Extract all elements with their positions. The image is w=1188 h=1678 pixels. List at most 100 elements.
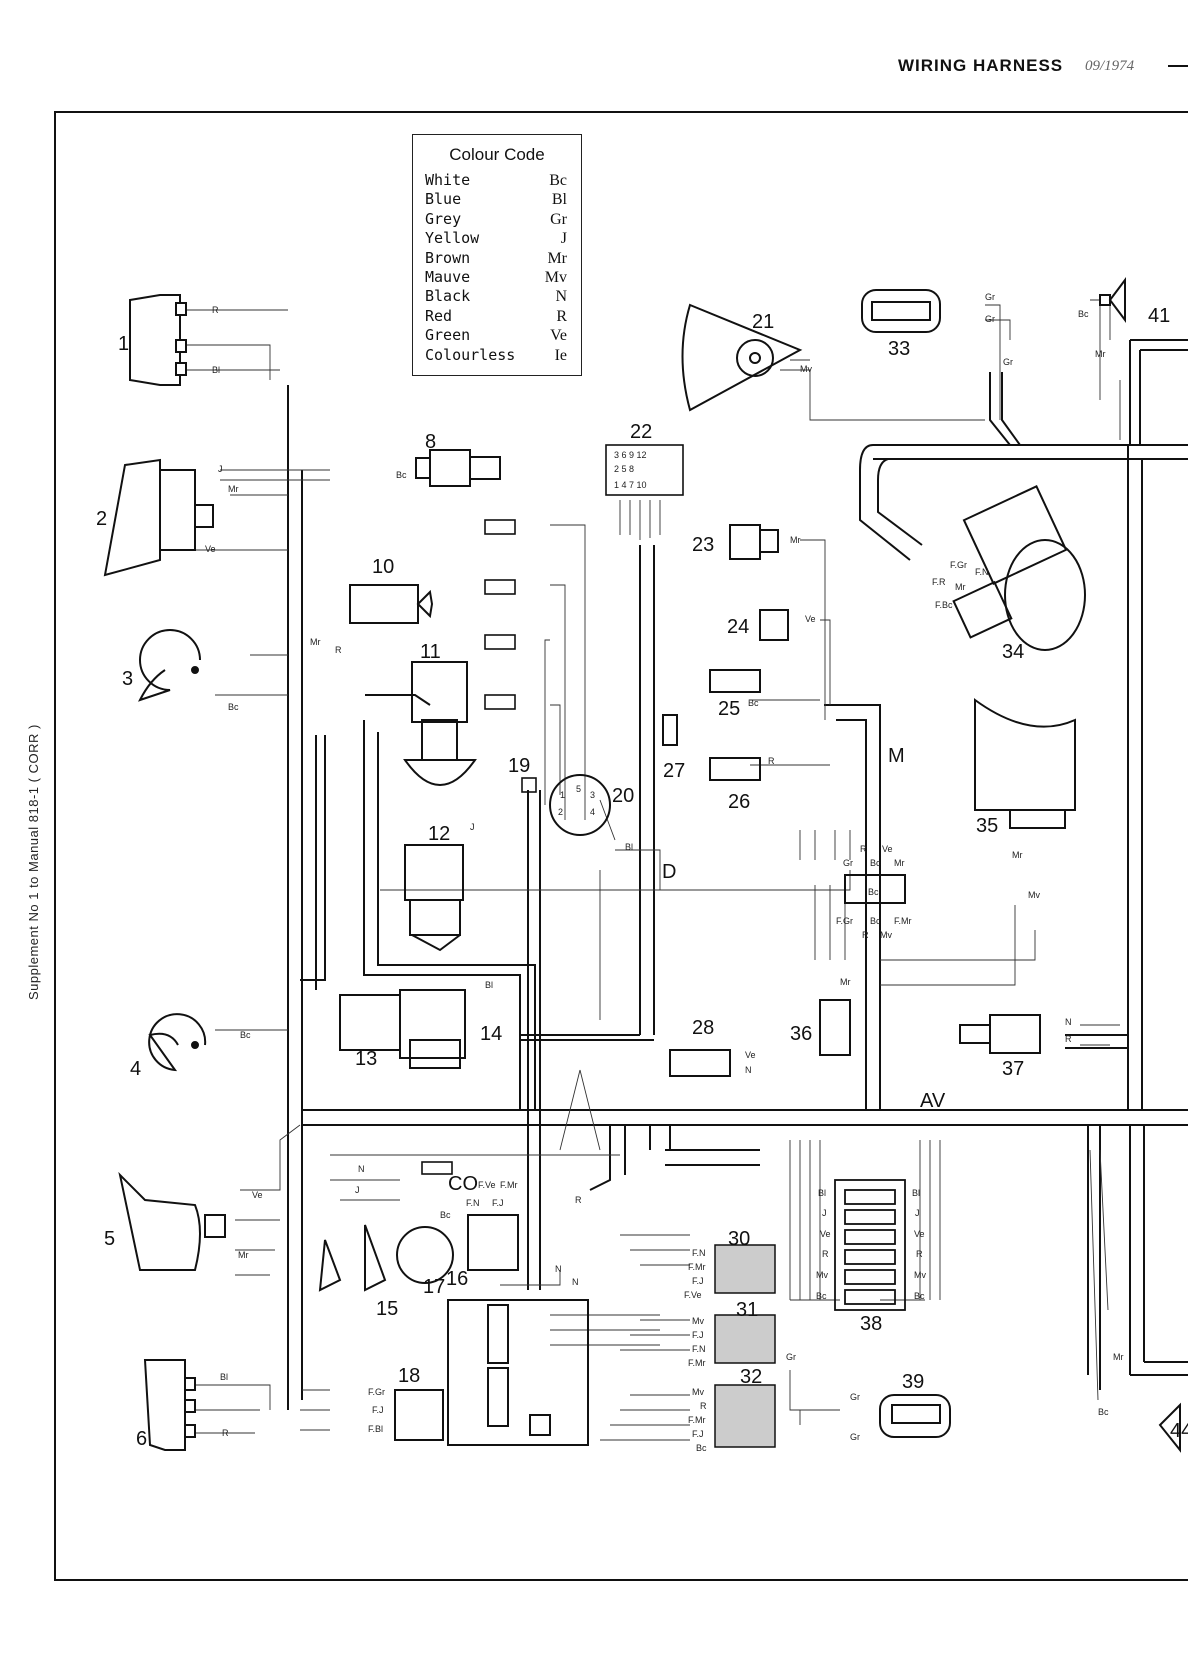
wire-label: Gr [985,314,995,324]
label-10: 10 [372,556,394,578]
wire-label: R [335,645,342,655]
label-5: 5 [104,1228,115,1250]
label-13: 13 [355,1048,377,1070]
label-32: 32 [740,1366,762,1388]
diagram-frame [54,111,1188,1581]
wire-label: Mr [840,977,851,987]
wire-label: F.N [692,1248,706,1258]
connector-20-p3: 3 [590,790,595,800]
wire-label: N [572,1277,579,1287]
component-labels: 1 2 3 4 5 6 8 10 11 12 13 14 15 16 17 18… [96,305,1188,1450]
wire-label: Bc [870,916,881,926]
label-19: 19 [508,755,530,777]
wire-label: J [822,1208,827,1218]
label-14: 14 [480,1023,502,1045]
wire-label: Gr [843,858,853,868]
wire-label: F.Mr [688,1358,706,1368]
wire-label: Bc [1098,1407,1109,1417]
wire-label: Gr [850,1392,860,1402]
label-26: 26 [728,791,750,813]
legend-colour: White [425,171,471,189]
distributor-20 [549,774,611,836]
wire-label: N [745,1065,752,1075]
wire-label: F.N [466,1198,480,1208]
wire-label: R [1065,1034,1072,1044]
lamp-35 [974,698,1076,829]
legend-title: Colour Code [449,145,545,164]
wire-label: Bc [870,858,881,868]
wire-label: Bc [1078,309,1089,319]
sensor-27 [662,714,678,746]
legend-colour: Yellow [425,229,480,248]
legend-code: Ve [550,327,567,345]
fan-10 [349,584,434,624]
wire-label: Mr [310,637,321,647]
sensor-8 [415,449,501,487]
legend-code: Bc [549,172,567,189]
wire-label: R [700,1401,707,1411]
label-av: AV [920,1090,946,1112]
junction-19 [521,777,537,793]
page-header-title: WIRING HARNESS [898,56,1064,75]
legend-colour: Blue [425,190,462,209]
legend-row: Yellow J [413,229,581,248]
wire-label: R [212,305,219,315]
label-24: 24 [727,616,749,638]
legend-colour: Brown [425,248,471,267]
connector-22-row1: 3 6 9 12 [614,450,647,460]
wire-label: Bc [228,702,239,712]
label-23: 23 [692,534,714,556]
wire-label: Bl [912,1188,920,1198]
legend-code: J [560,230,567,248]
wire-label: F.Gr [836,916,853,926]
headlamp-5 [118,1171,226,1271]
legend-row: Brown Mr [413,249,581,268]
wire-label: Ve [745,1050,756,1060]
label-28: 28 [692,1017,714,1039]
relay-37 [959,1014,1041,1054]
wire-label: Gr [1003,357,1013,367]
label-39: 39 [902,1371,924,1393]
wire-label: R [822,1249,829,1259]
wire-label: Ve [820,1229,831,1239]
label-30: 30 [728,1228,750,1250]
wire-label: F.J [372,1405,384,1415]
wire-label: F.J [692,1276,704,1286]
label-21: 21 [752,311,774,333]
label-15: 15 [376,1298,398,1320]
wire-label: Bc [914,1291,925,1301]
wire-label: Mv [816,1270,828,1280]
wire-label: F.Gr [368,1387,385,1397]
wire-label: Mr [894,858,905,868]
relay-31 [714,1314,776,1364]
legend-colour: Black [425,287,471,306]
wire-label: F.Ve [478,1180,496,1190]
label-38: 38 [860,1313,882,1335]
fuse-box-17 [447,1299,589,1446]
label-22: 22 [630,421,652,443]
wire-label: Mv [800,364,812,374]
label-12: 12 [428,823,450,845]
switch-25 [709,669,761,693]
wire-label: Mr [955,582,966,592]
wire-label: Bl [485,980,493,990]
lamp-41 [1099,277,1126,323]
label-18: 18 [398,1365,420,1387]
legend-code: R [556,307,567,325]
dashboard-21 [681,303,803,412]
switch-26 [709,757,761,781]
wire-label: F.Gr [950,560,967,570]
legend-code: Mr [547,249,567,267]
wire-label: Ve [882,844,893,854]
wire-label: F.J [692,1429,704,1439]
connector-20-p5: 5 [576,784,581,794]
connector-22-row2: 2 5 8 [614,464,634,474]
unit-16 [467,1214,519,1271]
wire-label: Ve [805,614,816,624]
label-17: 17 [423,1276,445,1298]
label-34: 34 [1002,641,1024,663]
label-1: 1 [118,333,129,355]
